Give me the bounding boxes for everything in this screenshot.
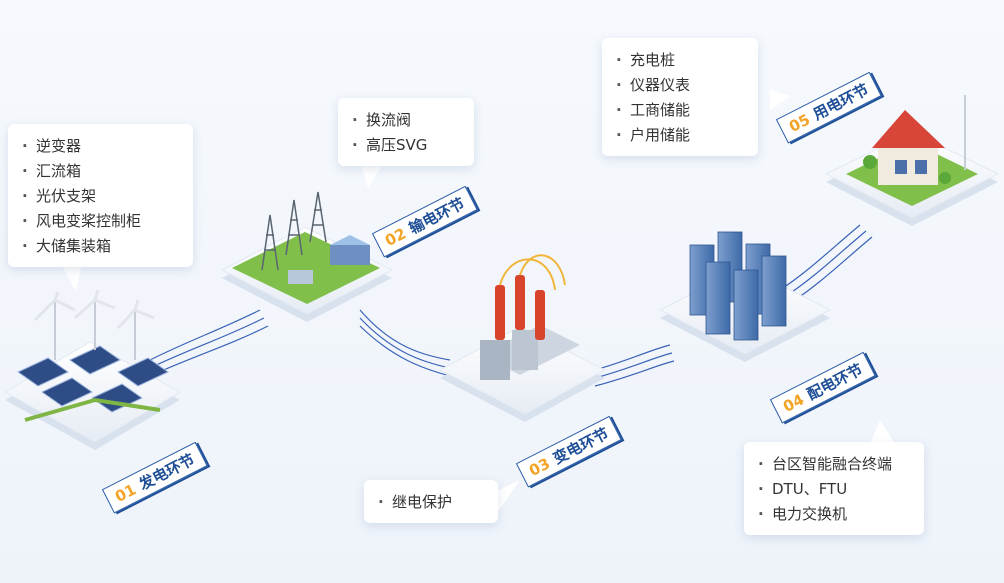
list-item: 大储集装箱 bbox=[22, 234, 179, 259]
list-item: 高压SVG bbox=[352, 133, 460, 158]
list-item: DTU、FTU bbox=[758, 477, 910, 502]
list-item: 仪器仪表 bbox=[616, 73, 744, 98]
list-item: 台区智能融合终端 bbox=[758, 452, 910, 477]
stage-number: 05 bbox=[786, 110, 813, 136]
stage-number: 02 bbox=[382, 224, 409, 250]
stage-number: 01 bbox=[112, 480, 139, 506]
list-item: 电力交换机 bbox=[758, 502, 910, 527]
substation-platform bbox=[438, 254, 607, 422]
list-item: 换流阀 bbox=[352, 108, 460, 133]
stage-number: 04 bbox=[780, 390, 807, 416]
transmission-platform bbox=[220, 191, 394, 322]
consumption-platform bbox=[824, 95, 1000, 226]
list-item: 汇流箱 bbox=[22, 159, 179, 184]
stage-number: 03 bbox=[526, 454, 553, 480]
stage1-bubble: 逆变器 汇流箱 光伏支架 风电变桨控制柜 大储集装箱 bbox=[8, 124, 193, 267]
bubble-tails bbox=[60, 90, 895, 516]
stage3-bubble: 继电保护 bbox=[364, 480, 498, 523]
list-item: 逆变器 bbox=[22, 134, 179, 159]
list-item: 光伏支架 bbox=[22, 184, 179, 209]
list-item: 工商储能 bbox=[616, 98, 744, 123]
stage4-bubble: 台区智能融合终端 DTU、FTU 电力交换机 bbox=[744, 442, 924, 535]
stage5-bubble: 充电桩 仪器仪表 工商储能 户用储能 bbox=[602, 38, 758, 156]
distribution-platform bbox=[658, 231, 832, 362]
generation-platform bbox=[3, 289, 182, 450]
list-item: 户用储能 bbox=[616, 123, 744, 148]
list-item: 充电桩 bbox=[616, 48, 744, 73]
list-item: 风电变桨控制柜 bbox=[22, 209, 179, 234]
list-item: 继电保护 bbox=[378, 490, 484, 515]
stage2-bubble: 换流阀 高压SVG bbox=[338, 98, 474, 166]
